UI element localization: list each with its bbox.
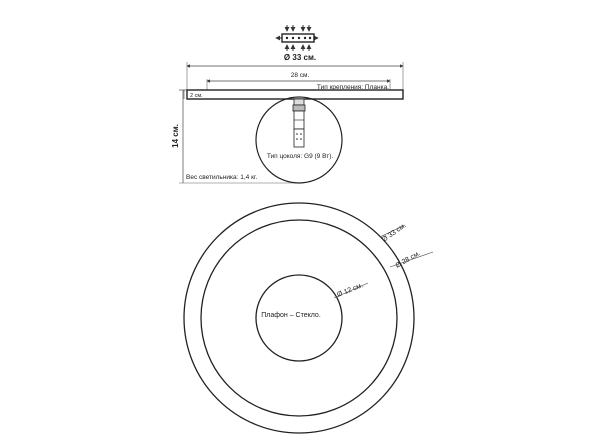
label-shade-material: Плафон – Стекло. [261, 312, 321, 319]
outer-circle-33 [183, 202, 415, 434]
label-weight: Вес светильника: 1,4 кг. [186, 174, 258, 181]
leader-line-28 [389, 251, 434, 268]
leader-line-33 [379, 224, 406, 238]
label-mount-type: Тип крепления: Планка. [317, 84, 389, 91]
label-diameter-33-top: Ø 33 см. [381, 222, 407, 243]
mounting-bar-icon [275, 25, 319, 51]
label-width-28: 28 см. [291, 72, 310, 79]
socket-holder [292, 98, 306, 148]
side-view: Ø 33 см. 28 см. Тип крепления: Планка. 2… [171, 25, 404, 184]
top-view: Ø 33 см. Ø 28 см. Ø 12 см. Плафон – Стек… [183, 202, 434, 434]
glass-globe [255, 96, 343, 184]
label-plate-height: 2 см. [190, 93, 203, 99]
label-diameter-12-top: Ø 12 см. [336, 282, 364, 299]
label-total-height: 14 см. [171, 124, 180, 148]
inner-circle-12 [255, 274, 343, 362]
middle-circle-28 [200, 219, 398, 417]
label-socket-type: Тип цоколя: G9 (9 Вт). [267, 153, 334, 160]
leader-line-12 [333, 282, 369, 299]
label-diameter-33-side: Ø 33 см. [284, 53, 316, 62]
